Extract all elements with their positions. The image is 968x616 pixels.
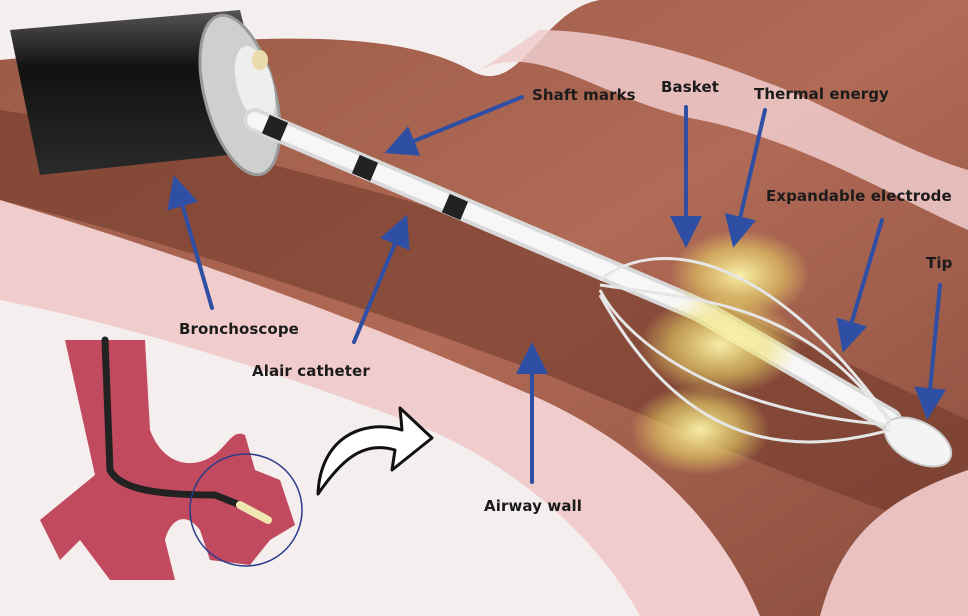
label-bronchoscope: Bronchoscope [179,320,299,338]
label-expandable-electrode: Expandable electrode [766,187,952,205]
label-basket: Basket [661,78,719,96]
label-alair-catheter: Alair catheter [252,362,370,380]
label-shaft-marks: Shaft marks [532,86,636,104]
label-airway-wall: Airway wall [484,497,582,515]
bronchoscope [10,7,295,184]
label-thermal-energy: Thermal energy [754,85,889,103]
label-tip: Tip [926,254,952,272]
curved-arrow [318,408,432,494]
